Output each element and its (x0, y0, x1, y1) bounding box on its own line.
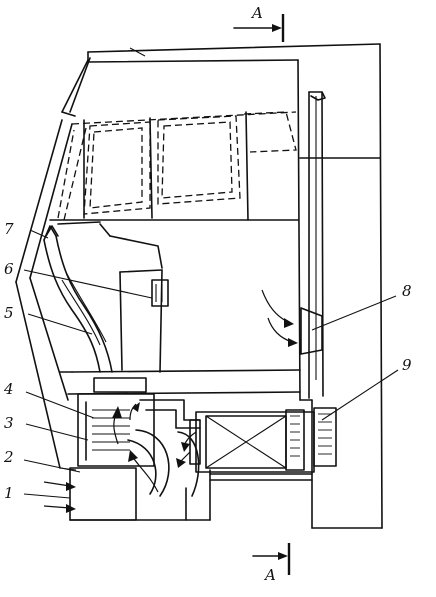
defroster-hose (43, 225, 113, 373)
callout-2: 2 (3, 448, 14, 466)
callout-9: 9 (402, 356, 412, 374)
callout-labels: 7 6 5 4 3 2 1 8 9 (3, 220, 412, 502)
air-intake-box (69, 467, 211, 521)
callout-1: 1 (4, 484, 14, 502)
section-mark-top-label: A (250, 4, 263, 22)
callout-7: 7 (4, 220, 14, 238)
callout-8: 8 (402, 282, 412, 300)
body-wall-right (297, 43, 383, 529)
cab-floor (59, 369, 301, 395)
callout-4: 4 (3, 380, 14, 398)
section-mark-top: A (233, 4, 285, 42)
callout-6: 6 (4, 260, 14, 278)
vertical-air-duct (300, 91, 326, 399)
fan-scroll (127, 429, 200, 497)
callout-leaders (23, 229, 399, 499)
callout-5: 5 (4, 304, 14, 322)
roof (87, 43, 381, 63)
control-console (119, 269, 169, 373)
filter-duct (189, 407, 337, 481)
callout-3: 3 (4, 414, 14, 432)
cab-windows (57, 111, 297, 221)
windshield-pillar (15, 57, 91, 471)
heater-housing (77, 377, 201, 467)
section-mark-bottom-label: A (263, 566, 276, 584)
section-mark-bottom: A (252, 543, 291, 584)
dashboard-panel (49, 219, 299, 269)
airflow-arrows (43, 289, 298, 513)
